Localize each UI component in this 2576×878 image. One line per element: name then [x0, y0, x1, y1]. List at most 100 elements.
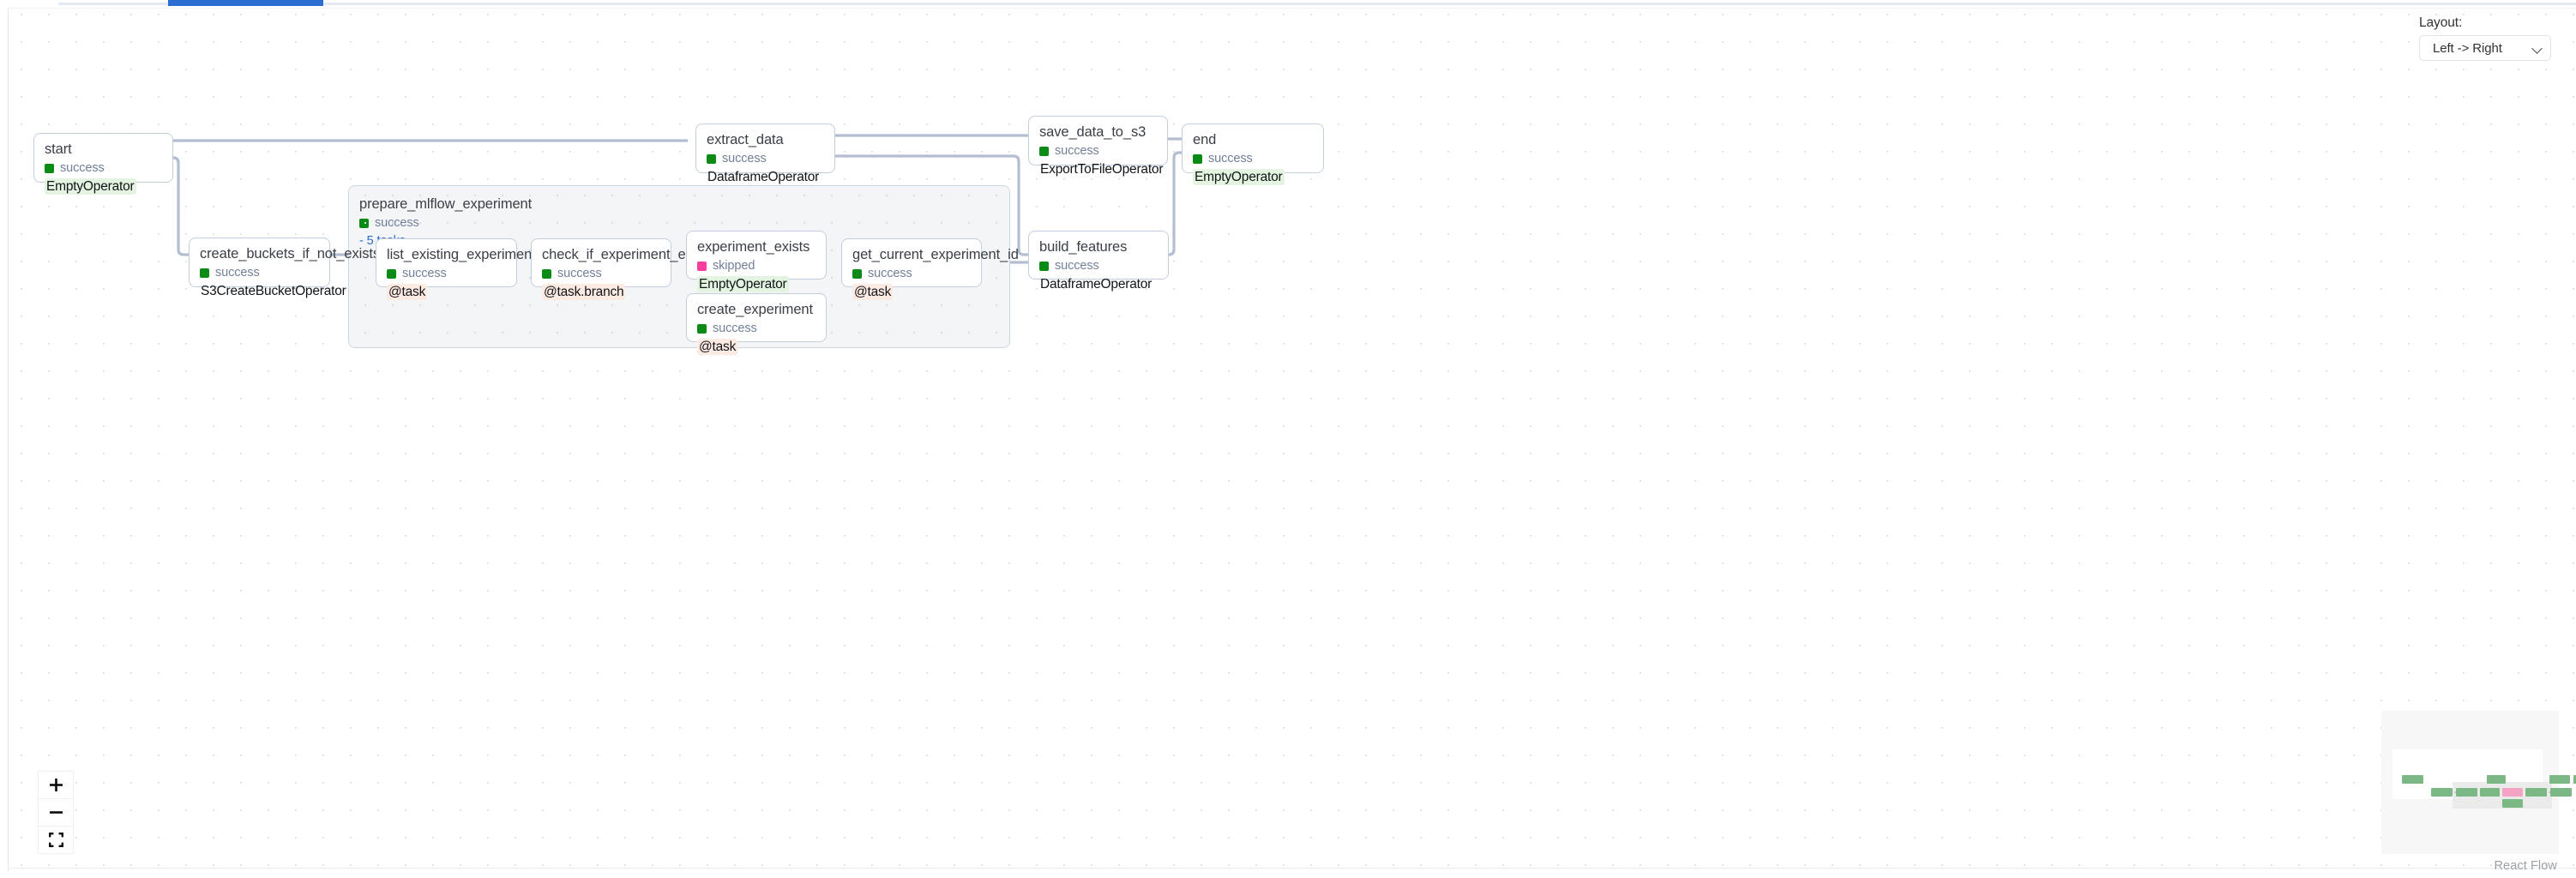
- node-operator: EmptyOperator: [697, 276, 789, 292]
- node-state: success: [200, 266, 319, 280]
- node-state: success: [1039, 144, 1157, 158]
- fit-view-button[interactable]: [39, 827, 73, 853]
- node-title: check_if_experiment_exists: [542, 247, 714, 262]
- node-state-label: success: [722, 152, 767, 165]
- minimap-viewport[interactable]: [2392, 749, 2576, 809]
- status-square-skipped: [697, 261, 707, 271]
- status-square-success: [1193, 153, 1202, 164]
- node-state: success: [707, 152, 824, 165]
- node-state-label: success: [60, 161, 105, 175]
- tab-active-indicator[interactable]: [168, 0, 323, 6]
- chevron-down-icon: [2532, 43, 2543, 53]
- node-state: success: [697, 322, 816, 335]
- node-build-features[interactable]: build_features success DataframeOperator: [1028, 231, 1169, 292]
- node-operator: EmptyOperator: [1193, 169, 1285, 185]
- node-create-experiment[interactable]: create_experiment success @task: [686, 293, 827, 355]
- node-title: end: [1193, 132, 1217, 147]
- zoom-in-button[interactable]: [39, 772, 73, 799]
- node-state: success: [387, 267, 506, 280]
- layout-select[interactable]: Left -> Right: [2419, 35, 2551, 61]
- minimap-node: [2480, 788, 2500, 797]
- node-operator: DataframeOperator: [707, 170, 820, 184]
- node-operator: @task: [852, 284, 894, 300]
- node-title: experiment_exists: [697, 239, 810, 255]
- layout-panel: Layout: Left -> Right: [2419, 15, 2551, 61]
- node-title: build_features: [1039, 239, 1128, 255]
- node-list-existing-experiments[interactable]: list_existing_experiments success @task: [376, 238, 543, 300]
- node-state: success: [542, 267, 660, 280]
- zoom-out-button[interactable]: [39, 799, 73, 827]
- minimap-node: [2431, 788, 2453, 797]
- node-title: list_existing_experiments: [387, 247, 543, 262]
- status-square-success: [1039, 146, 1049, 156]
- node-state-label: success: [713, 322, 757, 335]
- zoom-controls: [38, 771, 74, 854]
- node-operator: ExportToFileOperator: [1040, 162, 1164, 177]
- node-extract-data[interactable]: extract_data success DataframeOperator: [695, 123, 835, 184]
- node-state: success: [852, 267, 971, 280]
- status-square-success: [45, 163, 54, 173]
- node-title: start: [45, 141, 72, 157]
- minus-icon: [49, 811, 63, 814]
- node-experiment-exists[interactable]: experiment_exists skipped EmptyOperator: [686, 231, 827, 292]
- node-state-label: success: [868, 267, 912, 280]
- minimap-node: [2573, 775, 2576, 784]
- node-state-label: success: [1208, 152, 1253, 165]
- node-operator: S3CreateBucketOperator: [201, 284, 346, 298]
- node-title: create_buckets_if_not_exists [3]: [200, 246, 400, 262]
- canvas-bottom-rule: [9, 868, 2576, 869]
- minimap-node: [2549, 775, 2570, 784]
- node-title: extract_data: [707, 132, 784, 147]
- status-square-success: [852, 268, 862, 279]
- minimap[interactable]: [2381, 711, 2576, 854]
- status-square-success: [200, 268, 209, 278]
- node-state: success: [45, 161, 162, 175]
- node-operator: DataframeOperator: [1040, 277, 1153, 292]
- minimap-edge-dot: [2549, 791, 2550, 793]
- status-square-success: [697, 323, 707, 334]
- minimap-node: [2456, 788, 2477, 797]
- status-square-success: [1039, 261, 1049, 271]
- node-state-label: success: [402, 267, 447, 280]
- node-title: get_current_experiment_id: [852, 247, 1019, 262]
- minimap-node: [2502, 799, 2523, 808]
- minimap-node: [2487, 775, 2506, 784]
- node-state: success: [1193, 152, 1313, 165]
- node-state: success: [1039, 259, 1158, 273]
- node-check-if-experiment-exists[interactable]: check_if_experiment_exists success @task…: [531, 238, 714, 300]
- minimap-edge-dot: [2454, 791, 2456, 793]
- node-state-label: skipped: [713, 259, 755, 273]
- layout-select-value: Left -> Right: [2433, 40, 2502, 56]
- node-state-label: success: [215, 266, 260, 280]
- plus-icon: [49, 779, 63, 791]
- node-title: create_experiment: [697, 302, 813, 317]
- status-square-success: [707, 153, 716, 164]
- graph-canvas[interactable]: prepare_mlflow_experiment success - 5 ta…: [8, 8, 2576, 871]
- minimap-node: [2402, 775, 2423, 784]
- node-operator: EmptyOperator: [45, 178, 136, 195]
- node-state-label: success: [1055, 259, 1099, 273]
- minimap-node: [2550, 788, 2572, 797]
- node-operator: @task: [387, 284, 428, 300]
- node-end[interactable]: end success EmptyOperator: [1182, 123, 1324, 185]
- task-group-title: prepare_mlflow_experiment: [359, 196, 533, 212]
- task-group-state: success: [359, 216, 1009, 230]
- node-operator: @task.branch: [542, 284, 626, 300]
- status-square-success: [542, 268, 551, 279]
- node-save-data-to-s3[interactable]: save_data_to_s3 success ExportToFileOper…: [1028, 116, 1168, 177]
- node-state: skipped: [697, 259, 816, 273]
- node-operator: @task: [697, 339, 738, 355]
- minimap-node: [2525, 788, 2547, 797]
- tab-strip-track: [58, 3, 2576, 5]
- node-get-current-experiment-id[interactable]: get_current_experiment_id success @task: [841, 238, 1019, 300]
- task-group-state-label: success: [375, 216, 419, 230]
- node-start[interactable]: start success EmptyOperator: [33, 133, 173, 195]
- layout-label: Layout:: [2419, 15, 2463, 30]
- status-square-success: [387, 268, 396, 279]
- node-state-label: success: [557, 267, 602, 280]
- node-title: save_data_to_s3: [1039, 124, 1147, 140]
- node-create-buckets-if-not-exists[interactable]: create_buckets_if_not_exists [3] success…: [189, 238, 400, 298]
- minimap-node-skipped: [2502, 788, 2523, 797]
- tab-strip: [0, 0, 2576, 8]
